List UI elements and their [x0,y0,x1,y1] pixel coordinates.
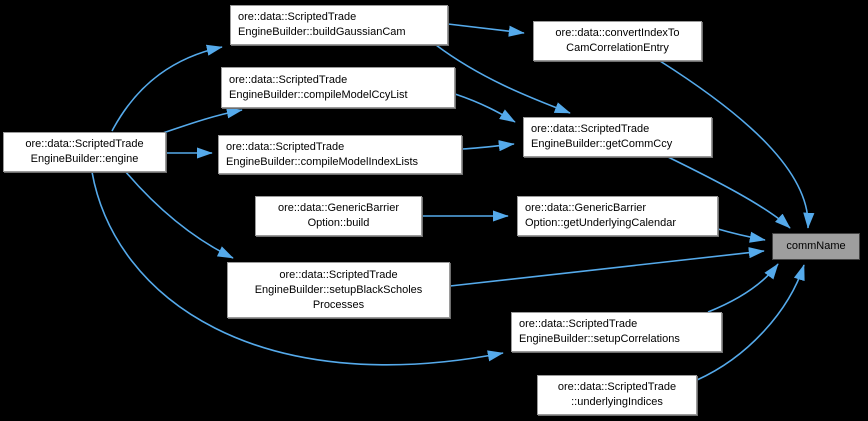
node-label: ore::data::GenericBarrier Option::getUnd… [525,202,677,229]
edge-getCommCcy-commName [667,156,791,229]
edge-engine-compileModelCcyList [159,107,243,135]
edge-setupCorrelations-commName [707,263,779,313]
node-compile-model-index-lists[interactable]: ore::data::ScriptedTrade EngineBuilder::… [218,135,462,174]
node-label: ore::data::ScriptedTrade EngineBuilder::… [519,318,680,345]
node-label: ore::data::ScriptedTrade EngineBuilder::… [238,11,406,38]
node-get-underlying-calendar[interactable]: ore::data::GenericBarrier Option::getUnd… [517,196,718,236]
node-underlying-indices[interactable]: ore::data::ScriptedTrade ::underlyingInd… [537,375,697,415]
node-label: ore::data::GenericBarrier Option::build [277,202,400,229]
node-label: ore::data::convertIndexTo CamCorrelation… [555,27,680,54]
edge-setupBlackScholes-commName [449,247,765,287]
edge-engine-setupCorrelations [91,171,504,366]
node-label: ore::data::ScriptedTrade EngineBuilder::… [531,123,673,150]
node-label: ore::data::ScriptedTrade ::underlyingInd… [557,381,677,408]
node-label: ore::data::ScriptedTrade EngineBuilder::… [226,140,418,168]
edge-getUnderlyingCalendar-commName [717,228,766,243]
node-generic-barrier-option-build[interactable]: ore::data::GenericBarrier Option::build [255,196,422,236]
node-get-comm-ccy[interactable]: ore::data::ScriptedTrade EngineBuilder::… [523,117,712,157]
edge-compileModelCcyList-getCommCcy [454,93,516,123]
node-engine[interactable]: ore::data::ScriptedTrade EngineBuilder::… [3,132,166,172]
edge-compileModelIndexLists-getCommCcy [461,140,515,152]
node-label: ore::data::ScriptedTrade EngineBuilder::… [25,138,144,165]
edge-underlyingIndices-commName [696,264,805,381]
node-build-gaussian-cam[interactable]: ore::data::ScriptedTrade EngineBuilder::… [230,5,448,45]
node-label: commName [786,240,846,252]
node-setup-black-scholes-processes[interactable]: ore::data::ScriptedTrade EngineBuilder::… [227,262,450,318]
edge-engine-buildGaussianCam [111,44,223,132]
edge-convertIndexTo-commName [659,60,815,229]
edge-buildGaussianCam-convertIndexTo [447,23,525,37]
edge-buildGaussianCam-getCommCcy [435,44,571,114]
node-label: ore::data::ScriptedTrade EngineBuilder::… [229,73,408,101]
edge-engine-setupBlackScholes [124,170,234,259]
node-label: ore::data::ScriptedTrade EngineBuilder::… [254,268,423,311]
node-compile-model-ccy-list[interactable]: ore::data::ScriptedTrade EngineBuilder::… [221,67,455,108]
node-comm-name-focus: commName [772,233,860,260]
node-setup-correlations[interactable]: ore::data::ScriptedTrade EngineBuilder::… [511,312,722,352]
node-convert-index-to-cam-correlation-entry[interactable]: ore::data::convertIndexTo CamCorrelation… [533,21,702,61]
